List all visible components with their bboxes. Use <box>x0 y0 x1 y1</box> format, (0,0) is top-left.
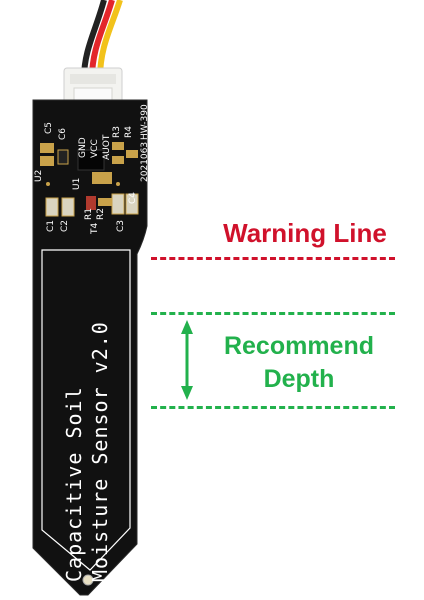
board-text-line2: Moisture Sensor v2.0 <box>88 321 112 582</box>
pcb-board <box>32 99 148 596</box>
pin-label-aout: AUOT <box>102 134 112 160</box>
component-c3: C3 <box>116 219 126 232</box>
component-r4: R4 <box>124 126 134 138</box>
model-label: HW-390 <box>140 104 150 140</box>
component-t4: T4 <box>90 222 100 234</box>
cable-wires <box>81 0 123 79</box>
tip-led <box>82 574 94 586</box>
component-r1: R1 <box>84 208 94 220</box>
pin-label-gnd: GND <box>78 137 88 158</box>
component-u2: U2 <box>34 169 44 182</box>
silkscreen-outline <box>41 249 131 571</box>
component-r3: R3 <box>112 126 122 138</box>
component-c2: C2 <box>60 219 70 232</box>
recommend-depth-label: Recommend Depth <box>196 330 402 396</box>
board-text-line1: Capacitive Soil <box>62 386 86 582</box>
component-r2: R2 <box>96 208 106 220</box>
component-c4: C4 <box>128 191 138 204</box>
pin-label-vcc: VCC <box>90 139 100 158</box>
depth-arrow <box>181 320 193 400</box>
warning-line <box>151 257 395 260</box>
component-c1: C1 <box>46 219 56 232</box>
component-c6: C6 <box>58 127 68 140</box>
electronics-area <box>40 142 139 217</box>
depth-bottom-line <box>151 406 395 409</box>
depth-top-line <box>151 312 395 315</box>
component-u1: U1 <box>72 177 82 190</box>
recommend-depth-label-line2: Depth <box>263 365 335 393</box>
component-c5: C5 <box>44 121 54 134</box>
warning-line-label: Warning Line <box>223 218 387 248</box>
recommend-depth-label-line1: Recommend <box>223 332 375 360</box>
date-label: 2021063 <box>140 141 150 182</box>
